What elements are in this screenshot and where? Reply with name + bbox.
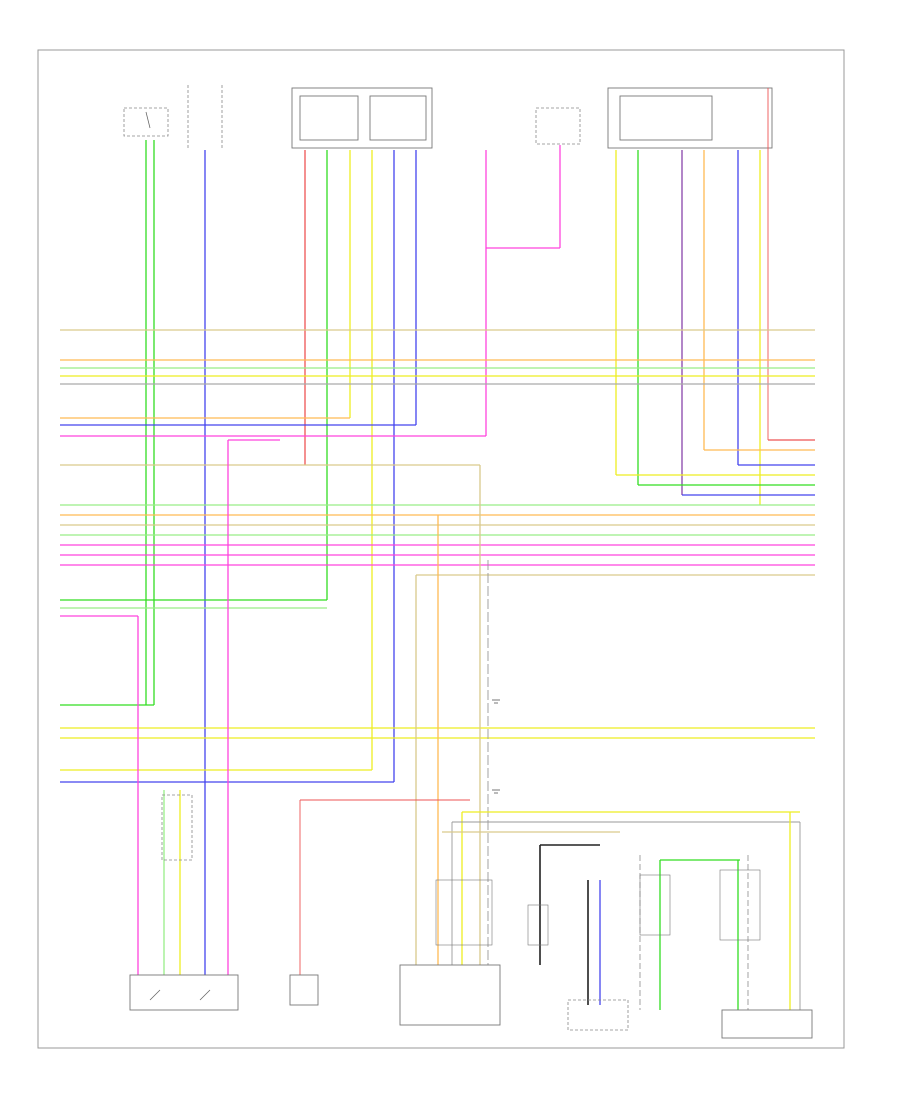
ground-icon <box>492 699 500 794</box>
brake-pedal-switch-top <box>123 107 169 137</box>
instrument-cluster-top <box>607 87 773 149</box>
fuel-pump-control-module <box>399 964 501 1026</box>
ignition-switch-top <box>535 107 581 145</box>
parking-brake-switch <box>289 974 319 1006</box>
connector-bundles <box>435 869 761 946</box>
top-vertical-wires <box>145 88 769 975</box>
climate-control-assembly-top <box>291 87 433 149</box>
lower-vertical-wires <box>137 439 801 1010</box>
brake-pedal-position-switch-bottom <box>129 974 239 1011</box>
instrument-panel-module <box>567 999 629 1031</box>
steering-wheel-switch-top <box>187 85 223 150</box>
diagram-border <box>37 49 845 1049</box>
brake-fluid-level-switch <box>161 794 193 861</box>
fuel-pump-assembly <box>721 1009 813 1039</box>
